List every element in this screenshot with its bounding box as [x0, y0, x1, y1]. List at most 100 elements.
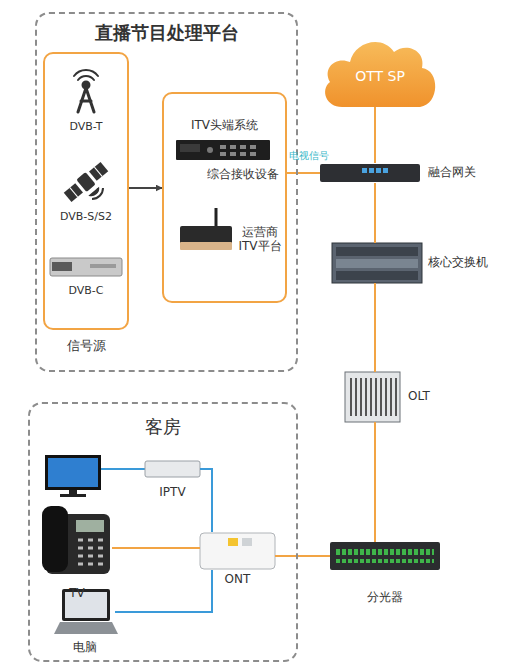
node-label: 电脑: [55, 640, 115, 654]
gateway-device: [320, 164, 420, 182]
solar-panel: [64, 183, 83, 202]
phone-handset: [42, 506, 68, 572]
node-label: 运营商 ITV平台: [236, 225, 284, 254]
node-label: 信号源: [35, 338, 137, 354]
node-label: DVB-C: [48, 284, 124, 297]
laptop-icon: [54, 589, 118, 634]
panel-line: [94, 167, 102, 176]
monitor-screen: [48, 458, 98, 487]
iptv-box: [145, 461, 200, 477]
monitor-bezel: [45, 455, 101, 490]
olt-chassis: [345, 372, 400, 422]
node-label: ONT: [200, 572, 275, 586]
device-box: 分光器: [330, 542, 440, 570]
rack-button: [220, 152, 226, 156]
connector: [115, 570, 212, 612]
source-item: DVB-S/S2: [55, 152, 117, 227]
satellite-icon: [62, 160, 114, 209]
connector: [374, 183, 376, 243]
edge-label: 电视信号: [289, 150, 329, 162]
phone-keypad: [78, 540, 103, 564]
rack-button: [240, 152, 246, 156]
rack-panel: [180, 144, 200, 152]
splitter-ports: [336, 549, 434, 555]
antenna-top: [83, 82, 89, 88]
chassis-row: [336, 271, 418, 280]
platform-group: 直播节目处理平台信号源 DVB-T DVB-S/S2DVB-C ITV头端系统综合接收…: [35, 12, 298, 372]
connector: [374, 283, 376, 372]
signal-wave: [92, 188, 103, 199]
box-slot: [90, 264, 116, 268]
rack-button: [220, 145, 226, 149]
headend-group: ITV头端系统综合接收设备运营商 ITV平台: [162, 92, 287, 303]
node-label: 综合接收设备: [203, 167, 283, 181]
box-base: [180, 242, 232, 250]
laptop-screen: [62, 589, 110, 621]
chassis-row: [336, 259, 418, 268]
device-box: 运营商 ITV平台: [172, 205, 285, 260]
node-label: 客房: [30, 416, 296, 438]
set-top-box: [50, 258, 122, 276]
rack-knob: [207, 147, 213, 153]
gateway-port: [383, 168, 388, 173]
node-label: DVB-S/S2: [51, 210, 121, 223]
phone-screen: [76, 520, 104, 532]
receiver-device: [176, 140, 270, 160]
monitor-icon: [45, 455, 101, 497]
rack-button: [250, 145, 256, 149]
device-box: IPTV: [145, 460, 200, 478]
splitter-device: [330, 542, 440, 570]
antenna-icon: [74, 70, 98, 112]
gateway-port: [376, 168, 381, 173]
node-label: IPTV: [140, 485, 205, 499]
olt-body: [345, 372, 400, 422]
node-label: DVB-T: [51, 120, 121, 133]
node-label: 直播节目处理平台: [37, 22, 296, 44]
ont-port: [228, 538, 238, 546]
box-body: [50, 258, 122, 276]
olt-cards: [351, 378, 396, 416]
node-label: ITV头端系统: [164, 118, 285, 132]
node-label: TV: [42, 586, 112, 600]
gateway-port: [362, 168, 367, 173]
device-box: TV: [42, 505, 112, 577]
ont-port: [242, 538, 252, 546]
connector: [374, 422, 376, 542]
rack-body: [176, 140, 270, 160]
node-label: 融合网关: [428, 165, 498, 179]
rack-button: [250, 152, 256, 156]
antenna-bar: [81, 100, 91, 103]
node-label: OLT: [408, 389, 458, 403]
device-box: 综合接收设备: [170, 136, 285, 184]
splitter-body: [330, 542, 440, 570]
signal-wave: [78, 76, 94, 80]
box-display: [52, 262, 72, 271]
source-group: 信号源DVB-TDVB-S/S2DVB-C: [43, 52, 129, 330]
splitter-ports: [336, 559, 434, 563]
panel-line: [70, 188, 78, 197]
node-label: 核心交换机: [428, 255, 508, 269]
rack-button: [240, 145, 246, 149]
phone-icon: [42, 506, 110, 574]
blue-wire: [101, 468, 145, 470]
monitor-neck: [69, 490, 77, 494]
device-box: 核心交换机: [332, 243, 422, 283]
switch-chassis: [332, 243, 422, 283]
chassis-body: [332, 243, 422, 283]
cloud-node: OTT SP: [320, 32, 440, 107]
ont-body: [200, 533, 275, 569]
signal-wave: [74, 70, 98, 76]
laptop-base: [54, 622, 118, 634]
connector: [200, 469, 212, 532]
node-label: 分光器: [330, 590, 440, 604]
itv-box: [180, 208, 232, 250]
solar-panel: [89, 162, 108, 181]
connector: [112, 547, 200, 549]
device-box: 电脑: [55, 588, 115, 636]
connector: [275, 555, 330, 557]
connector: [129, 187, 162, 189]
source-item: DVB-C: [48, 252, 124, 300]
rack-button: [230, 152, 236, 156]
chassis-row: [336, 247, 418, 256]
